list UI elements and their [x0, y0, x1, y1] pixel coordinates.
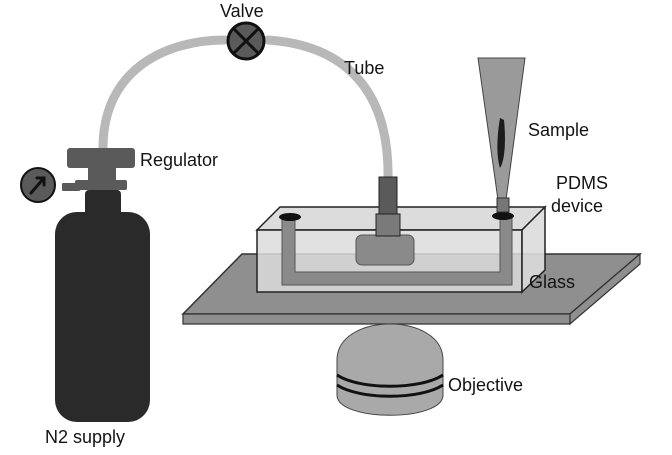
pipette-tip — [477, 57, 526, 213]
glass-slide-side — [569, 252, 641, 326]
objective-label: Objective — [448, 375, 524, 395]
pressure-gauge-icon — [20, 167, 56, 203]
valve-label: Valve — [220, 1, 264, 21]
pdms-label-line1: PDMS — [556, 173, 609, 193]
sample-droplet — [497, 118, 505, 168]
regulator-label: Regulator — [140, 150, 219, 170]
sample-label: Sample — [528, 120, 590, 140]
n2-supply-label: N2 supply — [45, 427, 126, 447]
pdms-label-line2: device — [551, 196, 604, 216]
valve-icon — [226, 21, 266, 61]
glass-slide-edge — [182, 313, 571, 325]
glass-label: Glass — [529, 272, 576, 292]
tube-connector — [378, 176, 398, 218]
regulator — [62, 148, 135, 191]
tube-label: Tube — [344, 58, 385, 78]
gas-tube — [98, 35, 393, 185]
objective-lens — [336, 323, 444, 416]
pdms-device — [255, 205, 547, 294]
n2-cylinder — [55, 190, 150, 422]
